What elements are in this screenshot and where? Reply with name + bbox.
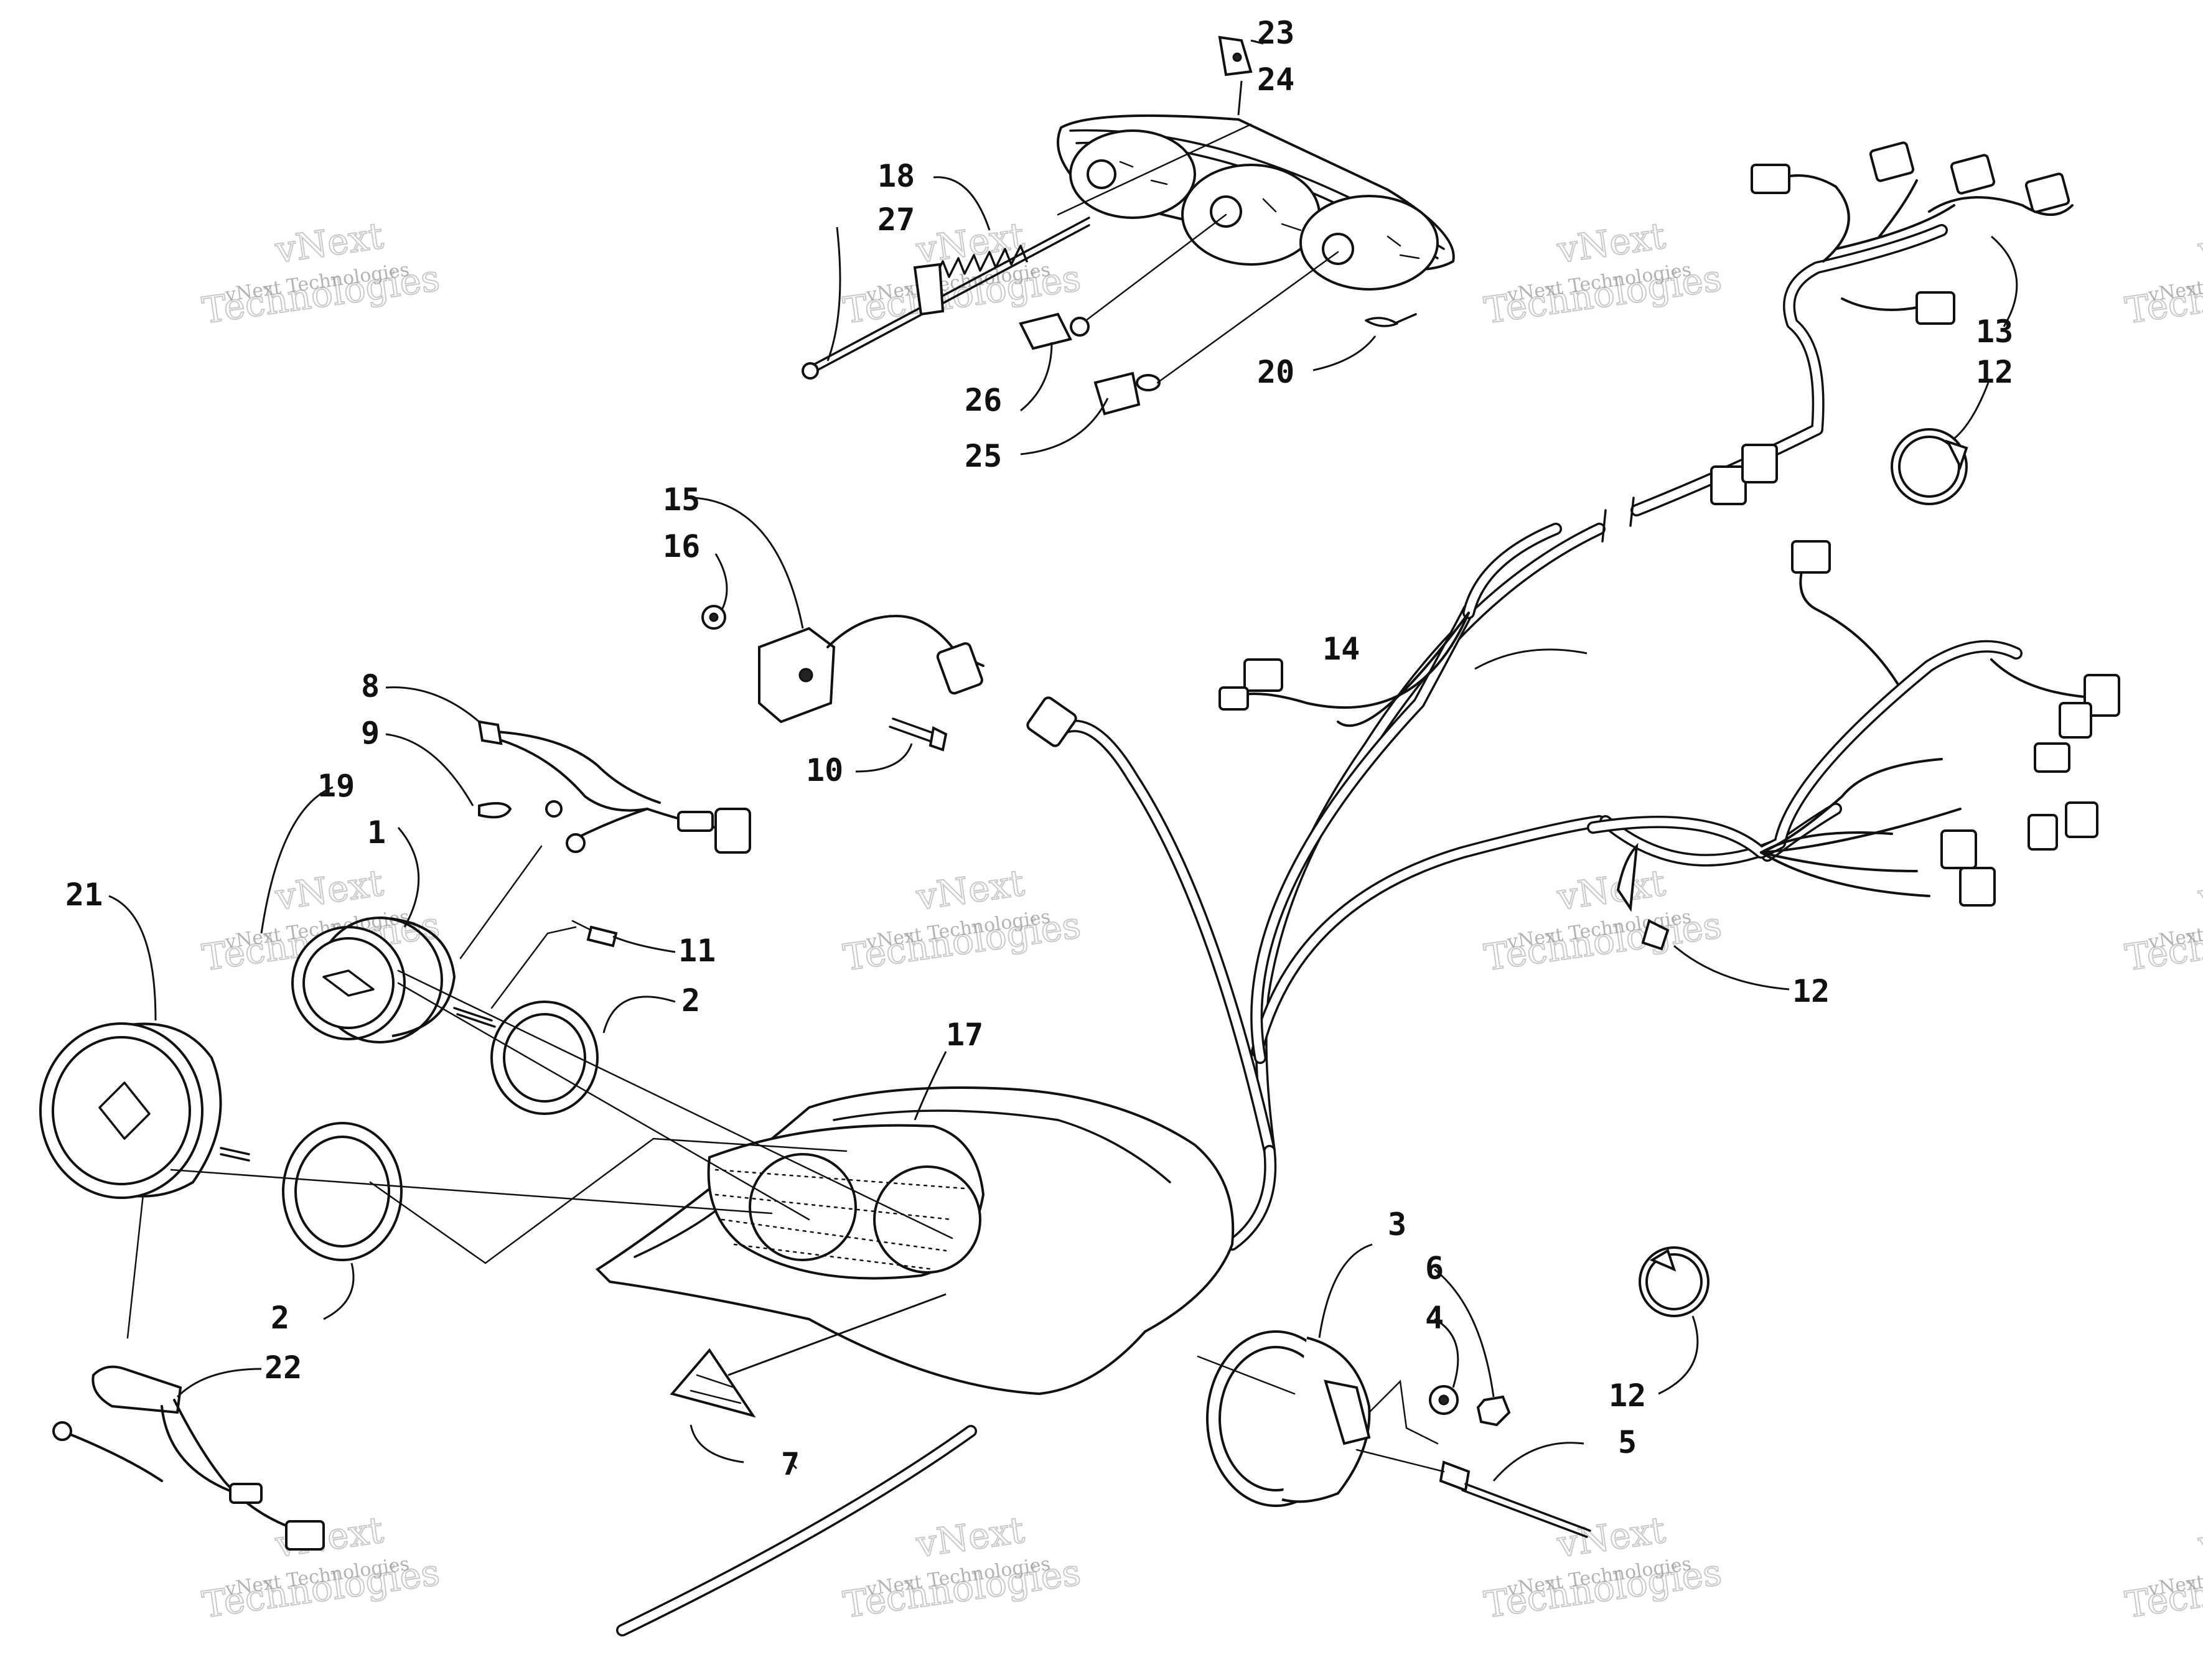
svg-text:vNext: vNext (2195, 1508, 2203, 1566)
svg-text:vNext Technologies: vNext Technologies (2146, 1553, 2203, 1600)
washer-4 (1429, 1385, 1459, 1415)
harness-branch-right (1587, 540, 2120, 912)
adjuster-screw-27 (802, 217, 1090, 380)
svg-text:vNext: vNext (272, 861, 386, 918)
headlight-assembly (1057, 114, 1455, 291)
gauge-21 (39, 1022, 250, 1199)
svg-text:vNext Technologies: vNext Technologies (2146, 259, 2203, 306)
decal-7 (670, 1348, 756, 1418)
dash-panel-17 (595, 1086, 1235, 1396)
watermark: vNext Technologies vNext Technologies (1481, 1508, 1725, 1626)
callout-17: 17 (946, 1017, 983, 1053)
bulb-11 (571, 920, 618, 948)
callout-4: 4 (1425, 1300, 1444, 1336)
svg-text:vNext Technologies: vNext Technologies (2146, 906, 2203, 953)
svg-text:vNext: vNext (1554, 1508, 1668, 1566)
callout-13: 13 (1976, 314, 2013, 350)
callout-15: 15 (663, 482, 700, 518)
headlight-axis-lines (1057, 123, 1339, 384)
callout-1: 1 (367, 814, 386, 851)
sensor-5 (1439, 1460, 1591, 1538)
callout-11: 11 (678, 933, 716, 969)
callout-24: 24 (1257, 62, 1294, 98)
harness-branch-13 (1710, 141, 2074, 505)
svg-text:vNext: vNext (1554, 861, 1668, 918)
callout-2: 2 (271, 1300, 289, 1336)
ring-2-lower (282, 1122, 403, 1261)
callout-3: 3 (1388, 1206, 1406, 1243)
callout-18: 18 (877, 158, 915, 194)
clamp-12-mid (1641, 919, 1670, 951)
clip-20 (1365, 313, 1417, 327)
svg-text:vNext: vNext (913, 1508, 1027, 1566)
clamp-12-bottom (1639, 1246, 1710, 1317)
nut-6 (1476, 1395, 1511, 1427)
callout-9: 9 (361, 715, 380, 751)
clamp-12-top (1891, 428, 1968, 505)
callout-22: 22 (264, 1350, 302, 1386)
callout-14: 14 (1322, 631, 1360, 667)
callout-19: 19 (317, 768, 355, 804)
callout-12: 12 (1609, 1378, 1646, 1414)
callout-27: 27 (877, 202, 915, 238)
svg-text:vNext: vNext (1554, 214, 1668, 271)
bulb-26 (1019, 312, 1090, 350)
svg-text:vNext: vNext (272, 214, 386, 271)
watermark: vNext Technologies vNext Technologies (2122, 861, 2203, 979)
watermark: vNext Technologies vNext Technologies (2122, 1508, 2203, 1626)
svg-text:vNext: vNext (2195, 214, 2203, 271)
nut-16 (701, 605, 726, 630)
callout-26: 26 (965, 382, 1002, 418)
svg-text:vNext: vNext (913, 861, 1027, 918)
watermark: vNext Technologies vNext Technologies (1481, 861, 1725, 979)
callout-21: 21 (65, 877, 103, 913)
callout-5: 5 (1618, 1424, 1637, 1460)
callout-12: 12 (1976, 354, 2013, 390)
sensor-wire-22 (52, 1365, 325, 1551)
watermark: vNext Technologies vNext Technologies (840, 1508, 1084, 1626)
ring-2-upper (490, 1001, 599, 1115)
callout-10: 10 (806, 752, 843, 788)
explode-lines (126, 845, 1445, 1473)
leader-lines (108, 39, 2018, 1482)
housing-3 (1206, 1330, 1371, 1507)
bulb-9 (478, 800, 586, 853)
callout-12: 12 (1792, 973, 1830, 1009)
callout-7: 7 (781, 1446, 800, 1482)
watermark: vNext Technologies vNext Technologies (199, 213, 443, 332)
watermark: vNext Technologies vNext Technologies (1481, 213, 1725, 332)
bulb-25 (1093, 371, 1161, 416)
callout-16: 16 (663, 528, 700, 564)
callout-23: 23 (1257, 15, 1294, 51)
watermark: vNext Technologies vNext Technologies (840, 213, 1084, 332)
bracket-15 (758, 614, 985, 724)
clip-23 (1218, 35, 1253, 77)
callout-labels: 23 24 18 27 26 25 20 13 12 12 12 14 15 1… (65, 15, 2013, 1482)
callout-25: 25 (965, 438, 1002, 474)
bolt-10 (889, 717, 948, 752)
callout-20: 20 (1257, 354, 1294, 390)
wire-set-8 (477, 720, 751, 854)
callout-6: 6 (1425, 1250, 1444, 1286)
callout-2: 2 (681, 982, 700, 1019)
gauge-1 (291, 917, 496, 1043)
watermark: vNext Technologies vNext Technologies (2122, 213, 2203, 332)
spring-18 (932, 245, 1028, 281)
harness-branch-14-left (1026, 612, 1470, 747)
bracket (913, 263, 945, 316)
callout-8: 8 (361, 668, 380, 704)
main-harness (616, 224, 1948, 1636)
watermark: vNext Technologies vNext Technologies (840, 861, 1084, 979)
svg-text:vNext: vNext (2195, 861, 2203, 918)
